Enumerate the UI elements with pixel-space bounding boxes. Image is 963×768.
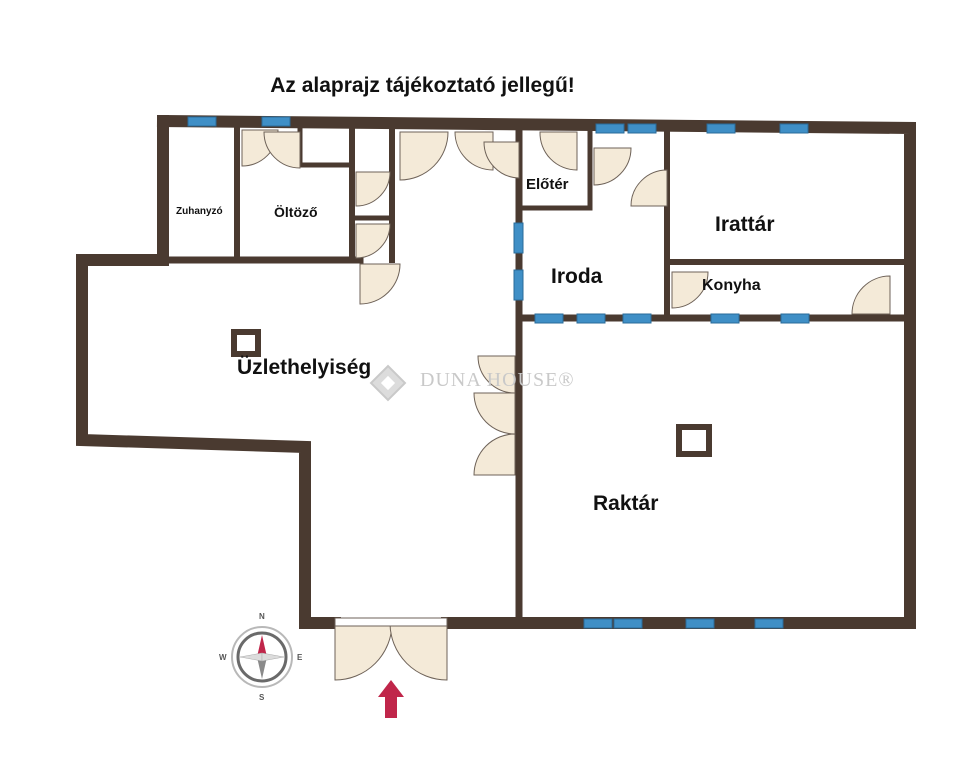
room-label-konyha: Konyha: [702, 277, 761, 294]
compass-south-label: S: [259, 693, 265, 702]
compass-icon: [231, 626, 293, 688]
window: [513, 269, 524, 301]
room-label-oltozo: Öltöző: [274, 204, 318, 220]
entrance-arrow-icon: [378, 680, 404, 718]
windows: [187, 116, 810, 629]
door-swing: [473, 433, 516, 476]
window: [780, 313, 810, 324]
door-swing: [483, 141, 520, 179]
door-swing: [355, 171, 391, 207]
door-swing: [593, 147, 632, 186]
wall-small-rooms: [297, 123, 355, 168]
door-swing: [671, 271, 709, 309]
window: [613, 618, 643, 629]
entrance-door-right: [389, 622, 448, 681]
compass-west-label: W: [219, 653, 227, 662]
door-swing: [263, 131, 301, 169]
room-label-irattar: Irattár: [715, 213, 775, 236]
compass-east-label: E: [297, 653, 303, 662]
entrance-threshold: [334, 617, 448, 627]
room-label-raktar: Raktár: [593, 492, 659, 515]
window: [513, 222, 524, 254]
column: [231, 329, 261, 357]
watermark-text: DUNA HOUSE®: [420, 369, 575, 391]
room-label-uzlethelyiseg: Üzlethelyiség: [237, 356, 372, 379]
window: [187, 116, 217, 127]
door-swing: [359, 263, 401, 305]
door-swing: [851, 275, 891, 315]
compass-north-label: N: [259, 612, 265, 621]
window: [710, 313, 740, 324]
door-swing: [539, 131, 578, 171]
page-title: Az alaprajz tájékoztató jellegű!: [270, 74, 575, 97]
window: [576, 313, 606, 324]
door-swing: [473, 392, 516, 435]
duna-house-logo-icon: [369, 364, 407, 402]
room-label-iroda: Iroda: [551, 265, 603, 288]
window: [706, 123, 736, 134]
door-swing: [355, 223, 391, 259]
window: [627, 123, 657, 134]
window: [261, 116, 291, 127]
window: [685, 618, 715, 629]
window: [534, 313, 564, 324]
room-label-eloter: Előtér: [526, 176, 569, 193]
entrance-door-left: [334, 622, 393, 681]
door-swing: [630, 169, 668, 207]
door-swing: [454, 131, 494, 171]
column: [676, 424, 712, 457]
wall-eloter: [516, 127, 593, 211]
door-swing: [399, 131, 449, 181]
window: [622, 313, 652, 324]
window: [583, 618, 613, 629]
doors: [241, 129, 891, 681]
window: [754, 618, 784, 629]
room-label-zuhanyzo: Zuhanyzó: [176, 206, 223, 217]
window: [779, 123, 809, 134]
outer-wall: [156, 114, 916, 629]
window: [595, 123, 625, 134]
